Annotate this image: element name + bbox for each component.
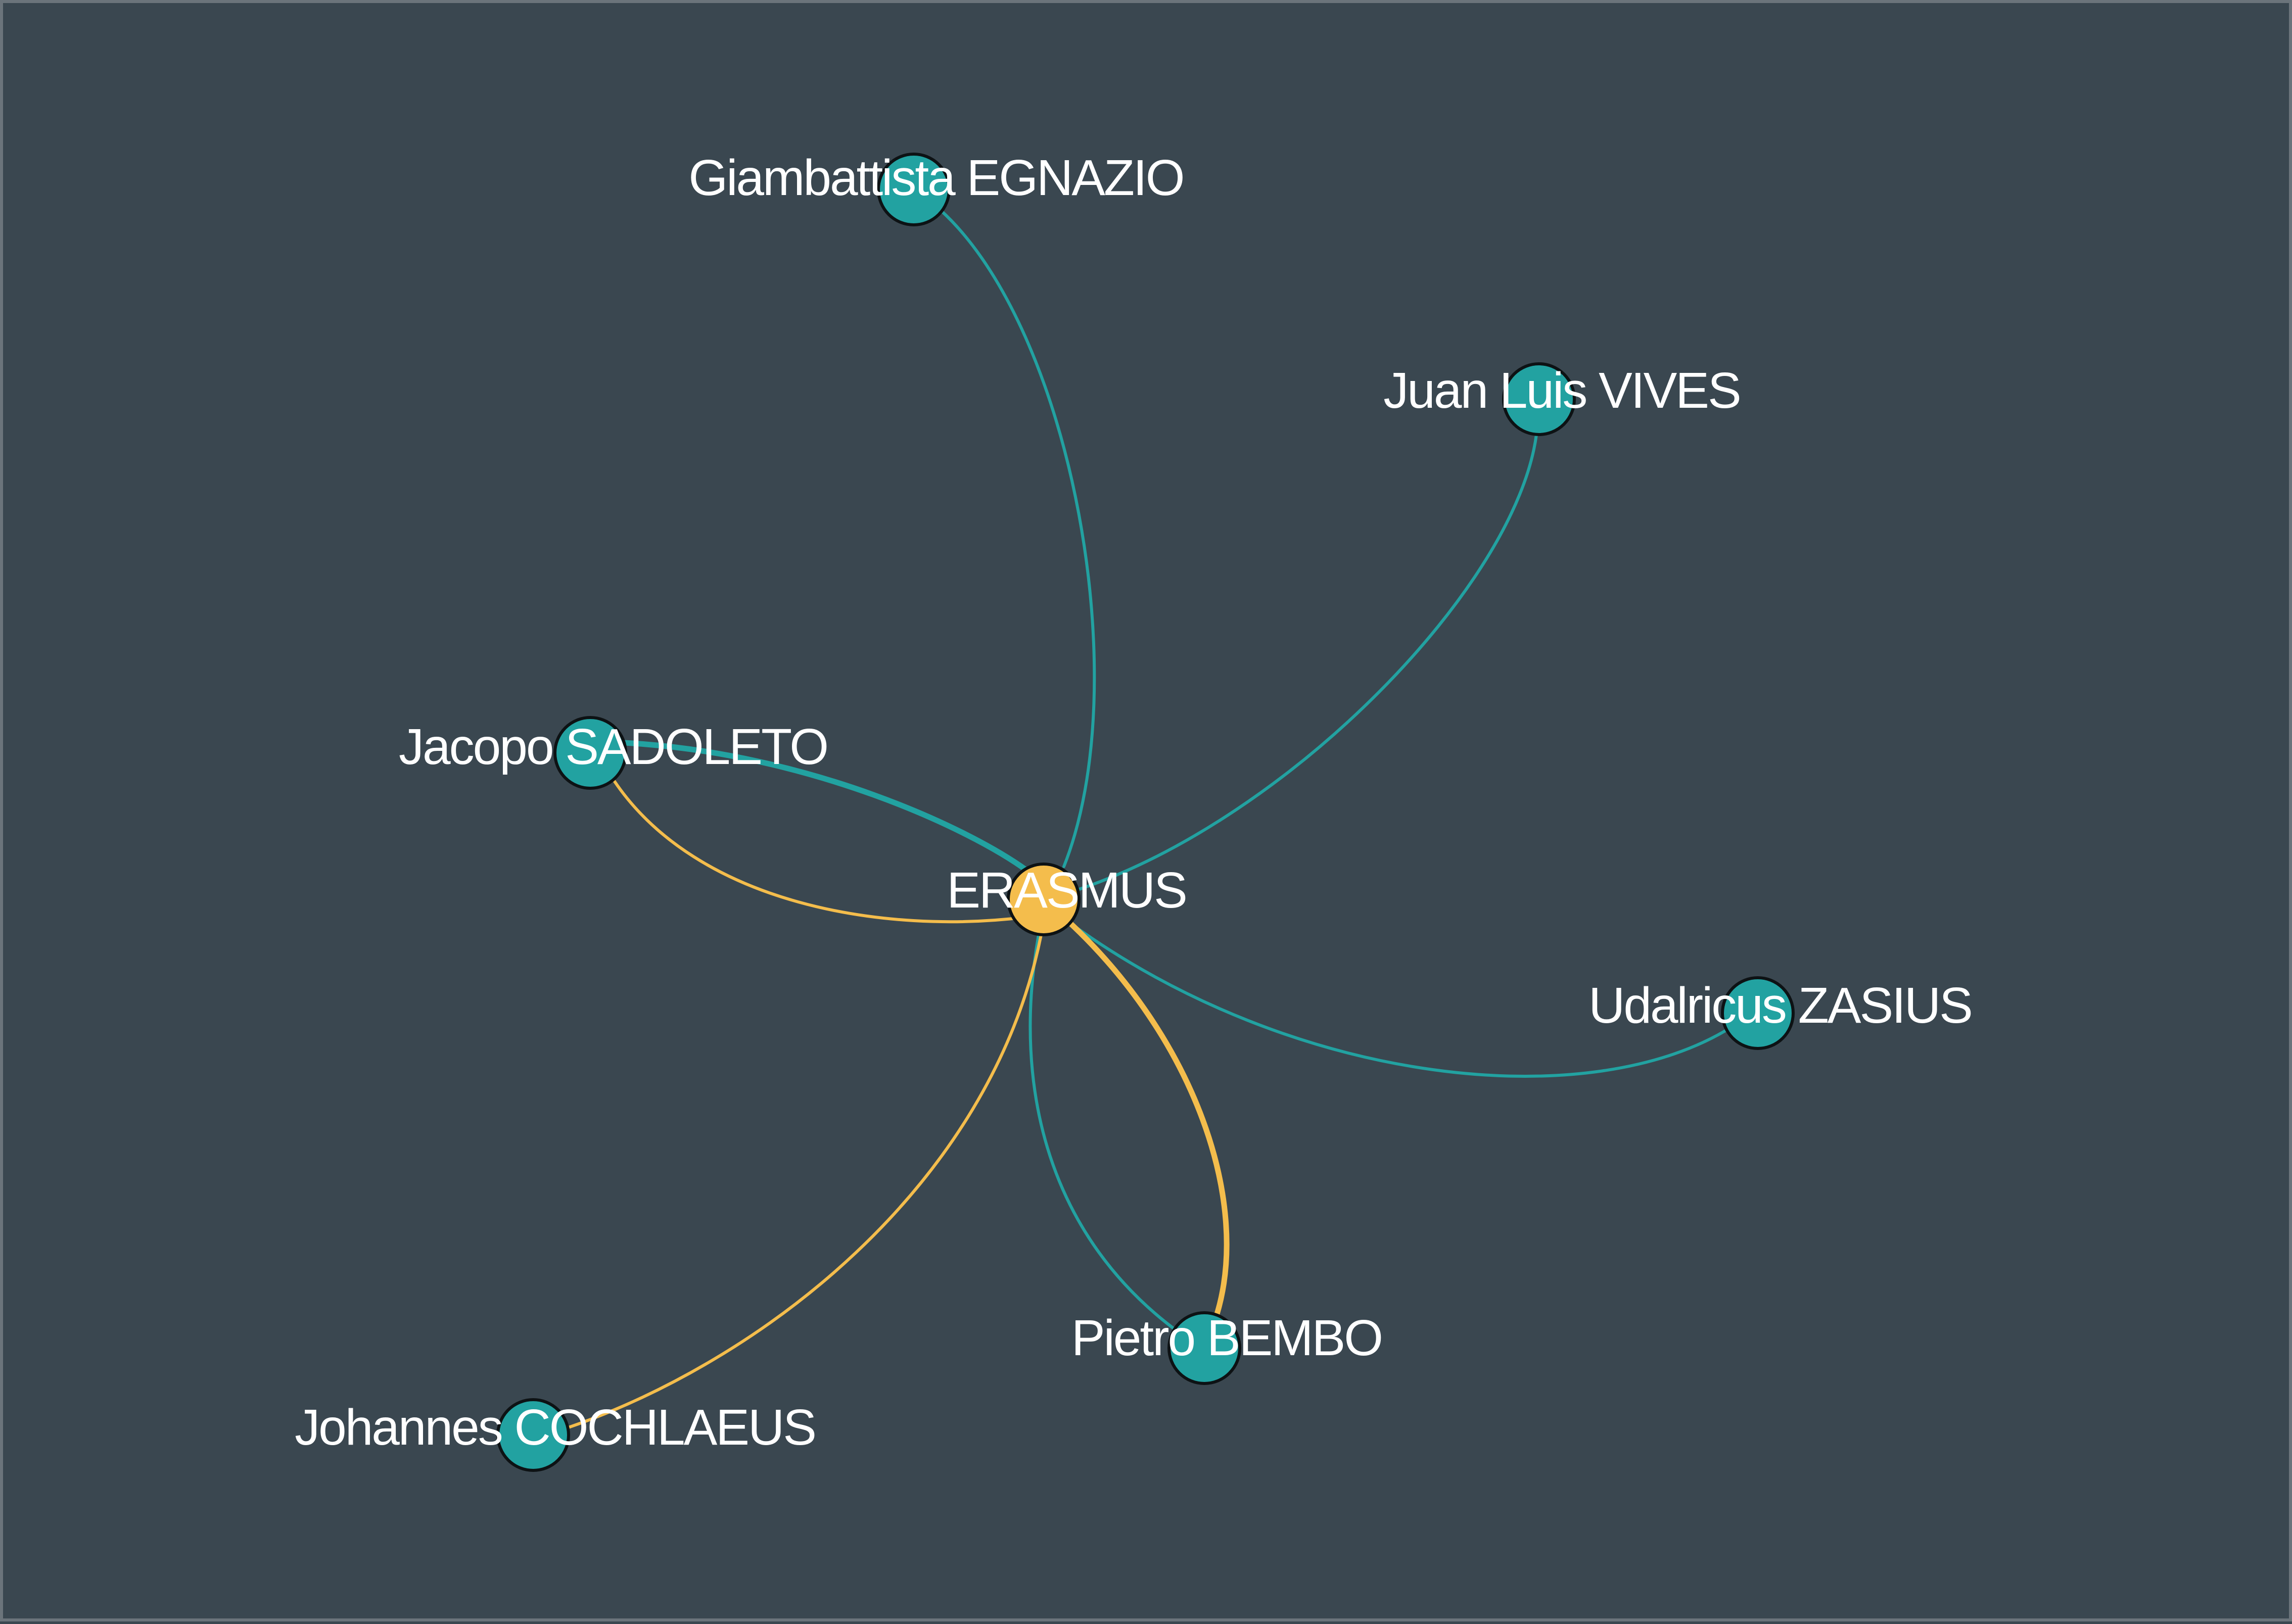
edge-vives-erasmus [1078,433,1538,891]
edge-erasmus-sadoleto [613,779,1027,924]
node-zasius[interactable] [1721,976,1795,1050]
node-label-cochlaeus: Johannes COCHLAEUS [295,1399,815,1456]
node-label-erasmus: ERASMUS [947,862,1186,919]
node-bembo[interactable] [1167,1311,1241,1385]
node-label-vives: Juan Luis VIVES [1383,362,1740,419]
nodes-layer [496,153,1795,1472]
node-label-bembo: Pietro BEMBO [1071,1310,1382,1366]
edge-sadoleto-erasmus [621,740,1032,875]
edge-zasius-erasmus [1067,921,1735,1078]
node-erasmus[interactable] [1007,863,1081,936]
node-cochlaeus[interactable] [496,1398,570,1472]
edge-egnazio-erasmus [939,208,1096,868]
node-label-zasius: Udalricus ZASIUS [1588,977,1972,1034]
node-label-sadoleto: Jacopo SADOLETO [399,719,827,775]
edge-erasmus-bembo [1063,917,1230,1322]
labels-layer: ERASMUS Giambattista EGNAZIO Juan Luis VIV… [295,150,1973,1456]
node-label-egnazio: Giambattista EGNAZIO [688,150,1183,206]
node-vives[interactable] [1502,362,1576,436]
edges-layer [559,208,1735,1431]
node-sadoleto[interactable] [553,716,627,790]
edge-erasmus-cochlaeus [559,933,1043,1431]
node-egnazio[interactable] [877,153,951,226]
edge-bembo-erasmus [1028,933,1179,1333]
